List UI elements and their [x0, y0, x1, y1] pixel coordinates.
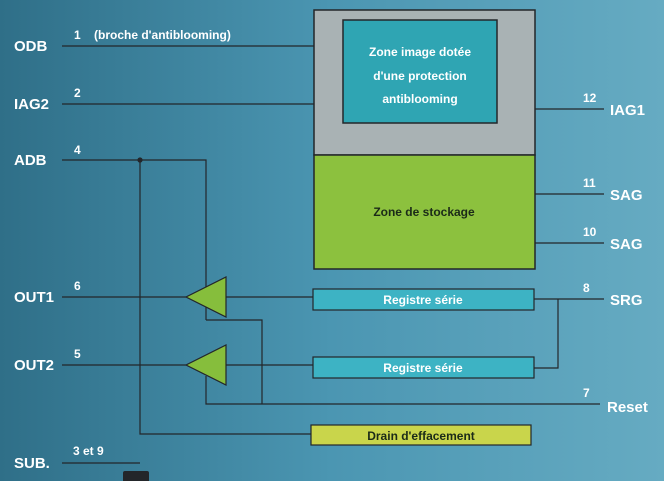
pin-reset-name: Reset: [607, 399, 648, 416]
register-2-label: Registre série: [383, 361, 463, 375]
pin-out1-num: 6: [74, 279, 81, 293]
image-zone-inner: [342, 19, 498, 124]
wire-adb-drop: [139, 160, 311, 435]
pin-sag11-name: SAG: [610, 187, 643, 204]
pin-sub-num: 3 et 9: [73, 444, 104, 458]
drain-block: [310, 424, 532, 446]
register-1-label: Registre série: [383, 293, 463, 307]
pin-reset-num: 7: [583, 386, 590, 400]
wire-amp2-reset: [205, 376, 600, 405]
pin-out2-name: OUT2: [14, 357, 54, 374]
junction-adb: [137, 157, 143, 163]
pin-adb-name: ADB: [14, 152, 47, 169]
pin-out1-name: OUT1: [14, 289, 54, 306]
image-zone-line1: Zone image dotée: [369, 45, 471, 59]
storage-zone: [313, 154, 536, 270]
storage-zone-label: Zone de stockage: [373, 205, 475, 219]
pin-sag10-name: SAG: [610, 236, 643, 253]
pin-srg-num: 8: [583, 281, 590, 295]
image-zone-line3: antiblooming: [382, 92, 457, 106]
pin-sag10-num: 10: [583, 225, 597, 239]
wire-srg-reg2: [534, 299, 559, 369]
pin-sub-name: SUB.: [14, 455, 50, 472]
drain-label: Drain d'effacement: [367, 429, 475, 443]
pin-odb-note: (broche d'antiblooming): [94, 28, 231, 42]
pin-srg-name: SRG: [610, 292, 643, 309]
pin-out2-num: 5: [74, 347, 81, 361]
pin-iag1-name: IAG1: [610, 102, 645, 119]
wire-adb-amp1: [206, 319, 263, 404]
amplifier-2: [184, 344, 227, 386]
pin-sag11-num: 11: [583, 176, 596, 190]
image-zone-line2: d'une protection: [373, 69, 467, 83]
wire-adb: [62, 159, 207, 320]
pin-adb-num: 4: [74, 143, 81, 157]
pin-odb-num: 1: [74, 28, 81, 42]
pin-iag2-num: 2: [74, 86, 81, 100]
amplifier-1: [184, 276, 227, 318]
sub-terminal: [123, 471, 149, 481]
pin-iag2-name: IAG2: [14, 96, 49, 113]
pin-iag1-num: 12: [583, 91, 597, 105]
pin-odb-name: ODB: [14, 38, 48, 55]
